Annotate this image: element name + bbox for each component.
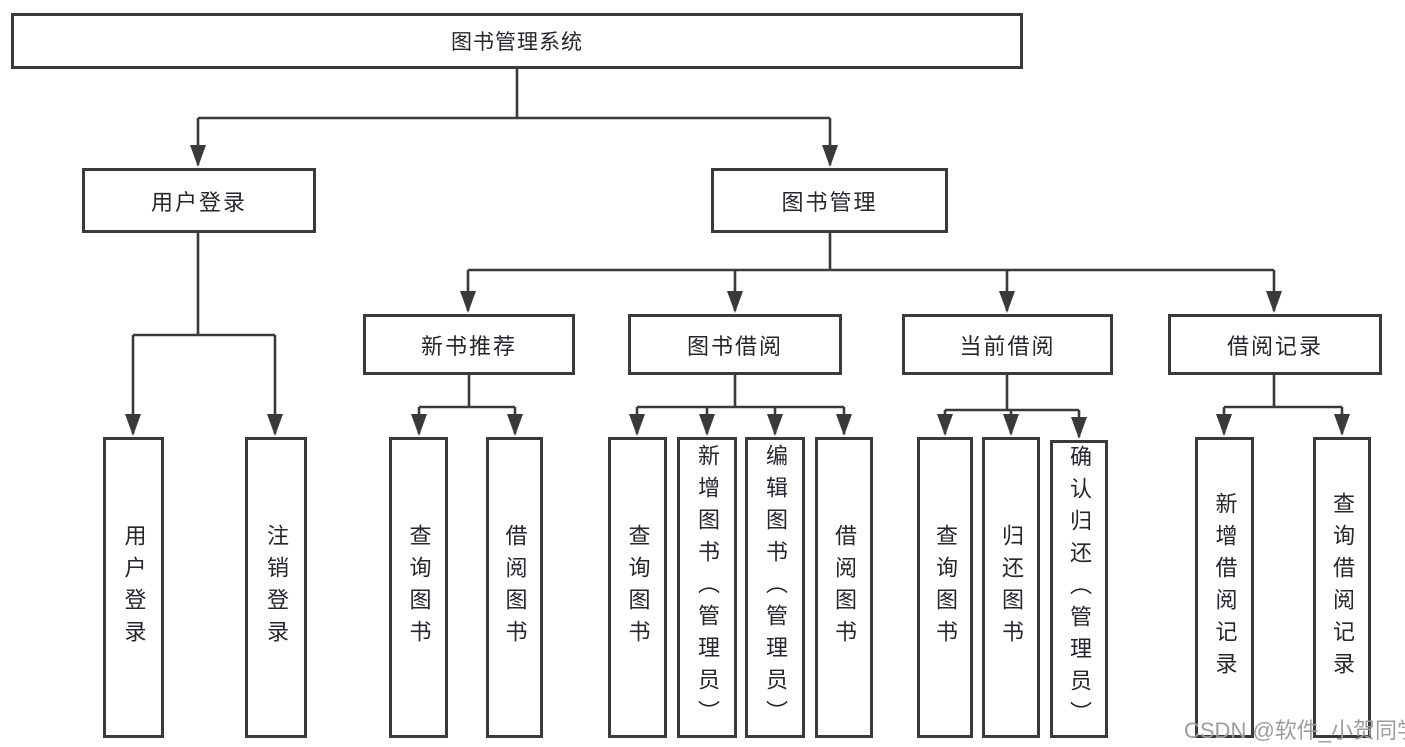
node-borrowing-records: 借阅记录: [1168, 314, 1382, 375]
leaf-logout: 注销登录: [245, 437, 307, 738]
node-library-management-system: 图书管理系统: [11, 13, 1023, 69]
node-book-management: 图书管理: [711, 168, 948, 233]
node-new-book-recommendation: 新书推荐: [363, 314, 575, 375]
leaf-confirm-return-admin: 确认归还（管理员）: [1050, 440, 1108, 738]
leaf-borrow-books-recommend: 借阅图书: [486, 437, 543, 738]
leaf-return-books: 归还图书: [982, 437, 1040, 738]
leaf-edit-books-admin: 编辑图书（管理员）: [745, 437, 805, 738]
leaf-query-books-recommend: 查询图书: [389, 437, 448, 738]
node-user-login: 用户登录: [82, 168, 316, 233]
node-current-borrowing: 当前借阅: [902, 314, 1113, 375]
leaf-query-books-borrow: 查询图书: [608, 437, 667, 738]
leaf-add-books-admin: 新增图书（管理员）: [677, 437, 737, 738]
node-book-borrowing: 图书借阅: [628, 314, 842, 375]
watermark: CSDN @软件_小贺同学: [1184, 718, 1405, 743]
leaf-borrow-books: 借阅图书: [815, 437, 873, 738]
leaf-add-borrow-record: 新增借阅记录: [1195, 437, 1254, 738]
leaf-query-books-current: 查询图书: [917, 437, 973, 738]
arrowhead-icons: [125, 145, 1350, 439]
leaf-query-borrow-record: 查询借阅记录: [1313, 437, 1371, 738]
leaf-user-login: 用户登录: [103, 437, 164, 738]
